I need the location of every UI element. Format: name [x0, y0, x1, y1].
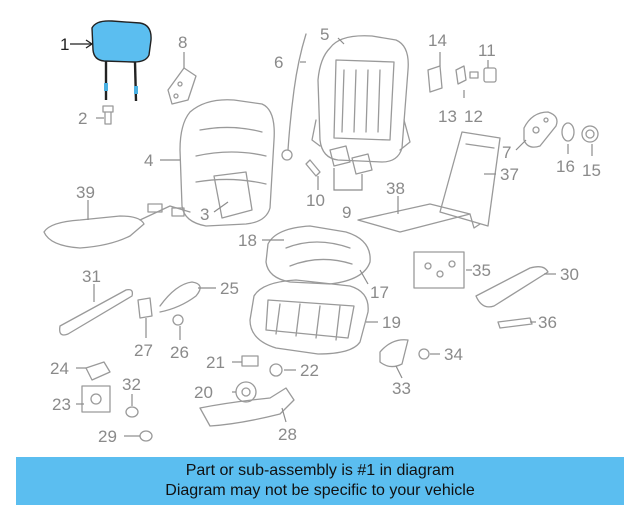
knob-part-15: [581, 125, 599, 143]
plug-part-32: [125, 406, 139, 418]
callout-35: 35: [472, 261, 491, 280]
callout-3: 3: [200, 205, 209, 224]
callout-1: 1: [60, 35, 69, 54]
callout-38: 38: [386, 179, 405, 198]
seat-frame-part-19: [249, 279, 369, 355]
bracket-part-27: [137, 297, 153, 319]
callout-8: 8: [178, 33, 187, 52]
callout-9: 9: [342, 203, 351, 222]
plug-part-29: [139, 430, 153, 442]
back-panel-part-37: [439, 131, 501, 227]
callout-34: 34: [444, 345, 463, 364]
bracket-part-24: [85, 361, 111, 381]
cushion-part-17: [265, 225, 371, 285]
callout-18: 18: [238, 231, 257, 250]
recliner-part-7: [523, 111, 558, 148]
cap-part-34: [418, 348, 430, 360]
diagram-notice-banner: Part or sub-assembly is #1 in diagram Di…: [16, 457, 624, 505]
bolt-part-21: [241, 355, 259, 367]
callout-32: 32: [122, 375, 141, 394]
callout-7: 7: [502, 143, 511, 162]
callout-2: 2: [78, 109, 87, 128]
leader-lines: [76, 37, 593, 437]
cable-part-6: [281, 33, 307, 161]
callout-37: 37: [500, 165, 519, 184]
trim-part-31: [59, 288, 134, 336]
clip-part-26: [172, 314, 184, 326]
callout-15: 15: [582, 161, 601, 180]
callout-25: 25: [220, 279, 239, 298]
guide-part-2: [102, 105, 114, 125]
bracket-part-9: [329, 145, 373, 175]
callout-12: 12: [464, 107, 483, 126]
lever-part-36: [497, 317, 533, 329]
clip-part-14: [427, 65, 443, 93]
callout-13: 13: [438, 107, 457, 126]
pin-part-10: [305, 159, 321, 177]
kit-part-23: [81, 385, 111, 413]
callout-23: 23: [52, 395, 71, 414]
trim-part-28: [199, 387, 295, 427]
callout-36: 36: [538, 313, 557, 332]
bracket-part-8: [167, 67, 197, 105]
callout-24: 24: [50, 359, 69, 378]
callout-39: 39: [76, 183, 95, 202]
cover-part-33: [379, 339, 409, 368]
motor-part-20: [235, 381, 257, 403]
callout-30: 30: [560, 265, 579, 284]
callout-21: 21: [206, 353, 225, 372]
notice-line-part: Part or sub-assembly is #1 in diagram: [185, 462, 455, 479]
callout-10: 10: [306, 191, 325, 210]
callout-4: 4: [144, 151, 153, 170]
callout-27: 27: [134, 341, 153, 360]
callout-28: 28: [278, 425, 297, 444]
callout-26: 26: [170, 343, 189, 362]
seatback-cover-part-4: [179, 99, 275, 227]
clip-part-12: [469, 71, 479, 79]
callout-6: 6: [274, 53, 283, 72]
callout-5: 5: [320, 25, 329, 44]
callout-16: 16: [556, 157, 575, 176]
callout-29: 29: [98, 427, 117, 446]
seatback-frame-part-5: [311, 35, 411, 163]
headrest-part-1[interactable]: [70, 20, 152, 102]
callout-22: 22: [300, 361, 319, 380]
callout-17: 17: [370, 283, 389, 302]
notice-line-disclaimer: Diagram may not be specific to your vehi…: [165, 482, 475, 499]
pad-part-38: [357, 203, 481, 233]
hardware-part-35: [413, 251, 465, 289]
callout-19: 19: [382, 313, 401, 332]
harness-part-39: [43, 203, 191, 249]
callout-11: 11: [478, 41, 496, 60]
callout-20: 20: [194, 383, 213, 402]
callout-33: 33: [392, 379, 411, 398]
nut-part-22: [269, 363, 283, 377]
callout-31: 31: [82, 267, 101, 286]
parts-diagram: 1 2 3 4 5 6 7 8 9 10 11 12 13 14 15 16 1…: [43, 20, 601, 446]
callout-labels: 1 2 3 4 5 6 7 8 9 10 11 12 13 14 15 16 1…: [50, 25, 601, 446]
callout-14: 14: [428, 31, 447, 50]
clip-part-13: [455, 65, 467, 85]
cable-part-25: [159, 281, 201, 313]
ring-part-16: [561, 122, 575, 142]
clip-part-11: [483, 67, 497, 83]
trim-part-30: [475, 266, 549, 308]
